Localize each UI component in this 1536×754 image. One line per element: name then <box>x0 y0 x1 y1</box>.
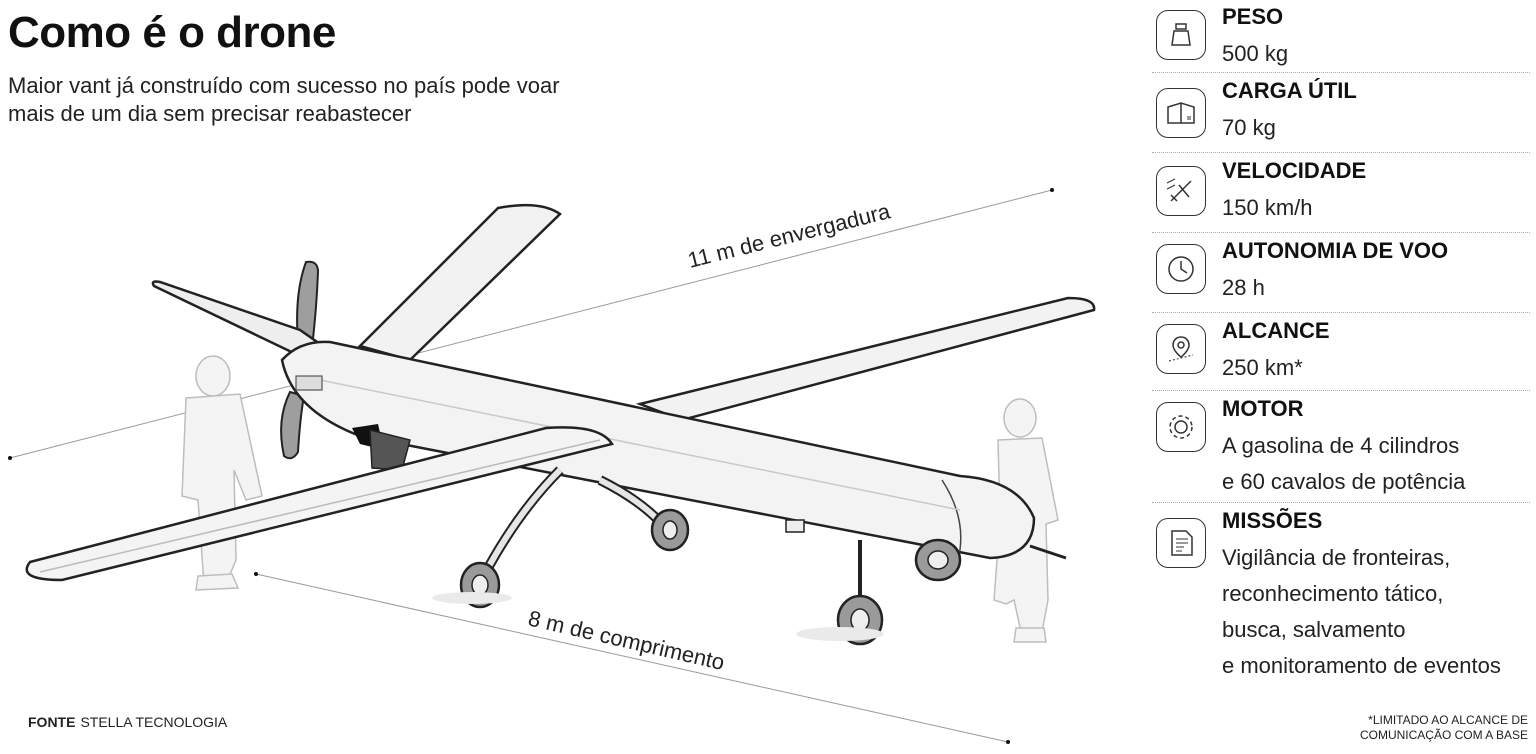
spec-missions-line-1: Vigilância de fronteiras, <box>1222 545 1451 570</box>
wheel-right <box>914 538 962 582</box>
subtitle-line-1: Maior vant já construído com sucesso no … <box>8 73 560 98</box>
spec-speed-value: 150 km/h <box>1222 195 1313 220</box>
spec-engine: MOTOR A gasolina de 4 cilindros e 60 cav… <box>1152 392 1530 503</box>
spec-missions-label: MISSÕES <box>1222 508 1323 533</box>
clock-icon <box>1156 244 1206 294</box>
spec-range: ALCANCE 250 km* <box>1152 314 1530 391</box>
spec-payload-label: CARGA ÚTIL <box>1222 78 1357 103</box>
nose-probe <box>1029 544 1067 560</box>
page-subtitle: Maior vant já construído com sucesso no … <box>8 72 608 128</box>
drone-illustration: 11 m de envergadura 8 m de comprimento <box>8 188 1096 744</box>
spec-missions: MISSÕES Vigilância de fronteiras, reconh… <box>1152 504 1530 684</box>
person-left-figure <box>181 355 263 591</box>
spec-missions-line-2: reconhecimento tático, <box>1222 581 1444 606</box>
fuselage-ridge <box>319 379 961 511</box>
wingspan-dimension-line <box>8 188 1054 460</box>
footnote-line-1: *LIMITADO AO ALCANCE DE <box>1368 713 1528 727</box>
spec-endurance-label: AUTONOMIA DE VOO <box>1222 238 1449 263</box>
shadow-front-left <box>432 592 512 604</box>
wheel-rear-left <box>650 508 690 552</box>
engine-vent <box>295 375 323 391</box>
weight-icon <box>1156 10 1206 60</box>
document-icon <box>1156 518 1206 568</box>
spec-payload: CARGA ÚTIL 70 kg <box>1152 74 1530 153</box>
wingspan-label: 11 m de envergadura <box>685 198 893 273</box>
shadow-nose <box>796 627 884 641</box>
spec-weight-label: PESO <box>1222 4 1284 29</box>
spec-weight: PESO 500 kg <box>1152 0 1530 73</box>
rear-wing <box>635 296 1096 422</box>
belly-sensor <box>785 519 805 533</box>
page-title: Como é o drone <box>8 8 336 57</box>
footnote-line-2: COMUNICAÇÃO COM A BASE <box>1359 728 1528 742</box>
spec-missions-line-3: busca, salvamento <box>1222 617 1406 642</box>
spec-speed-label: VELOCIDADE <box>1222 158 1367 183</box>
front-wing <box>25 426 614 582</box>
box-icon <box>1156 88 1206 138</box>
spec-endurance-value: 28 h <box>1222 275 1265 300</box>
spec-engine-line-2: e 60 cavalos de potência <box>1222 469 1466 494</box>
subtitle-line-2: mais de um dia sem precisar reabastecer <box>8 101 412 126</box>
spec-engine-label: MOTOR <box>1222 396 1304 421</box>
source-label: FONTE <box>28 714 76 730</box>
spec-endurance: AUTONOMIA DE VOO 28 h <box>1152 234 1530 313</box>
location-pin-icon <box>1156 324 1206 374</box>
front-wing-edge <box>39 439 601 573</box>
spec-weight-value: 500 kg <box>1222 41 1289 66</box>
spec-range-value: 250 km* <box>1222 355 1303 380</box>
spec-engine-value: A gasolina de 4 cilindros e 60 cavalos d… <box>1222 428 1465 500</box>
spec-payload-value: 70 kg <box>1222 115 1276 140</box>
fuselage-nose-line <box>941 479 962 561</box>
spec-speed: VELOCIDADE 150 km/h <box>1152 154 1530 233</box>
length-dimension-line <box>254 572 1010 744</box>
gear-icon <box>1156 402 1206 452</box>
spec-engine-line-1: A gasolina de 4 cilindros <box>1222 433 1460 458</box>
length-label: 8 m de comprimento <box>526 606 727 675</box>
spec-range-label: ALCANCE <box>1222 318 1330 343</box>
fuselage <box>280 340 1036 560</box>
range-footnote: *LIMITADO AO ALCANCE DE COMUNICAÇÃO COM … <box>1268 713 1528 743</box>
upper-tail-fin <box>357 203 562 362</box>
spec-missions-line-4: e monitoramento de eventos <box>1222 653 1501 678</box>
source-value: STELLA TECNOLOGIA <box>80 714 228 730</box>
speed-plane-icon <box>1156 166 1206 216</box>
spec-missions-value: Vigilância de fronteiras, reconhecimento… <box>1222 540 1501 684</box>
